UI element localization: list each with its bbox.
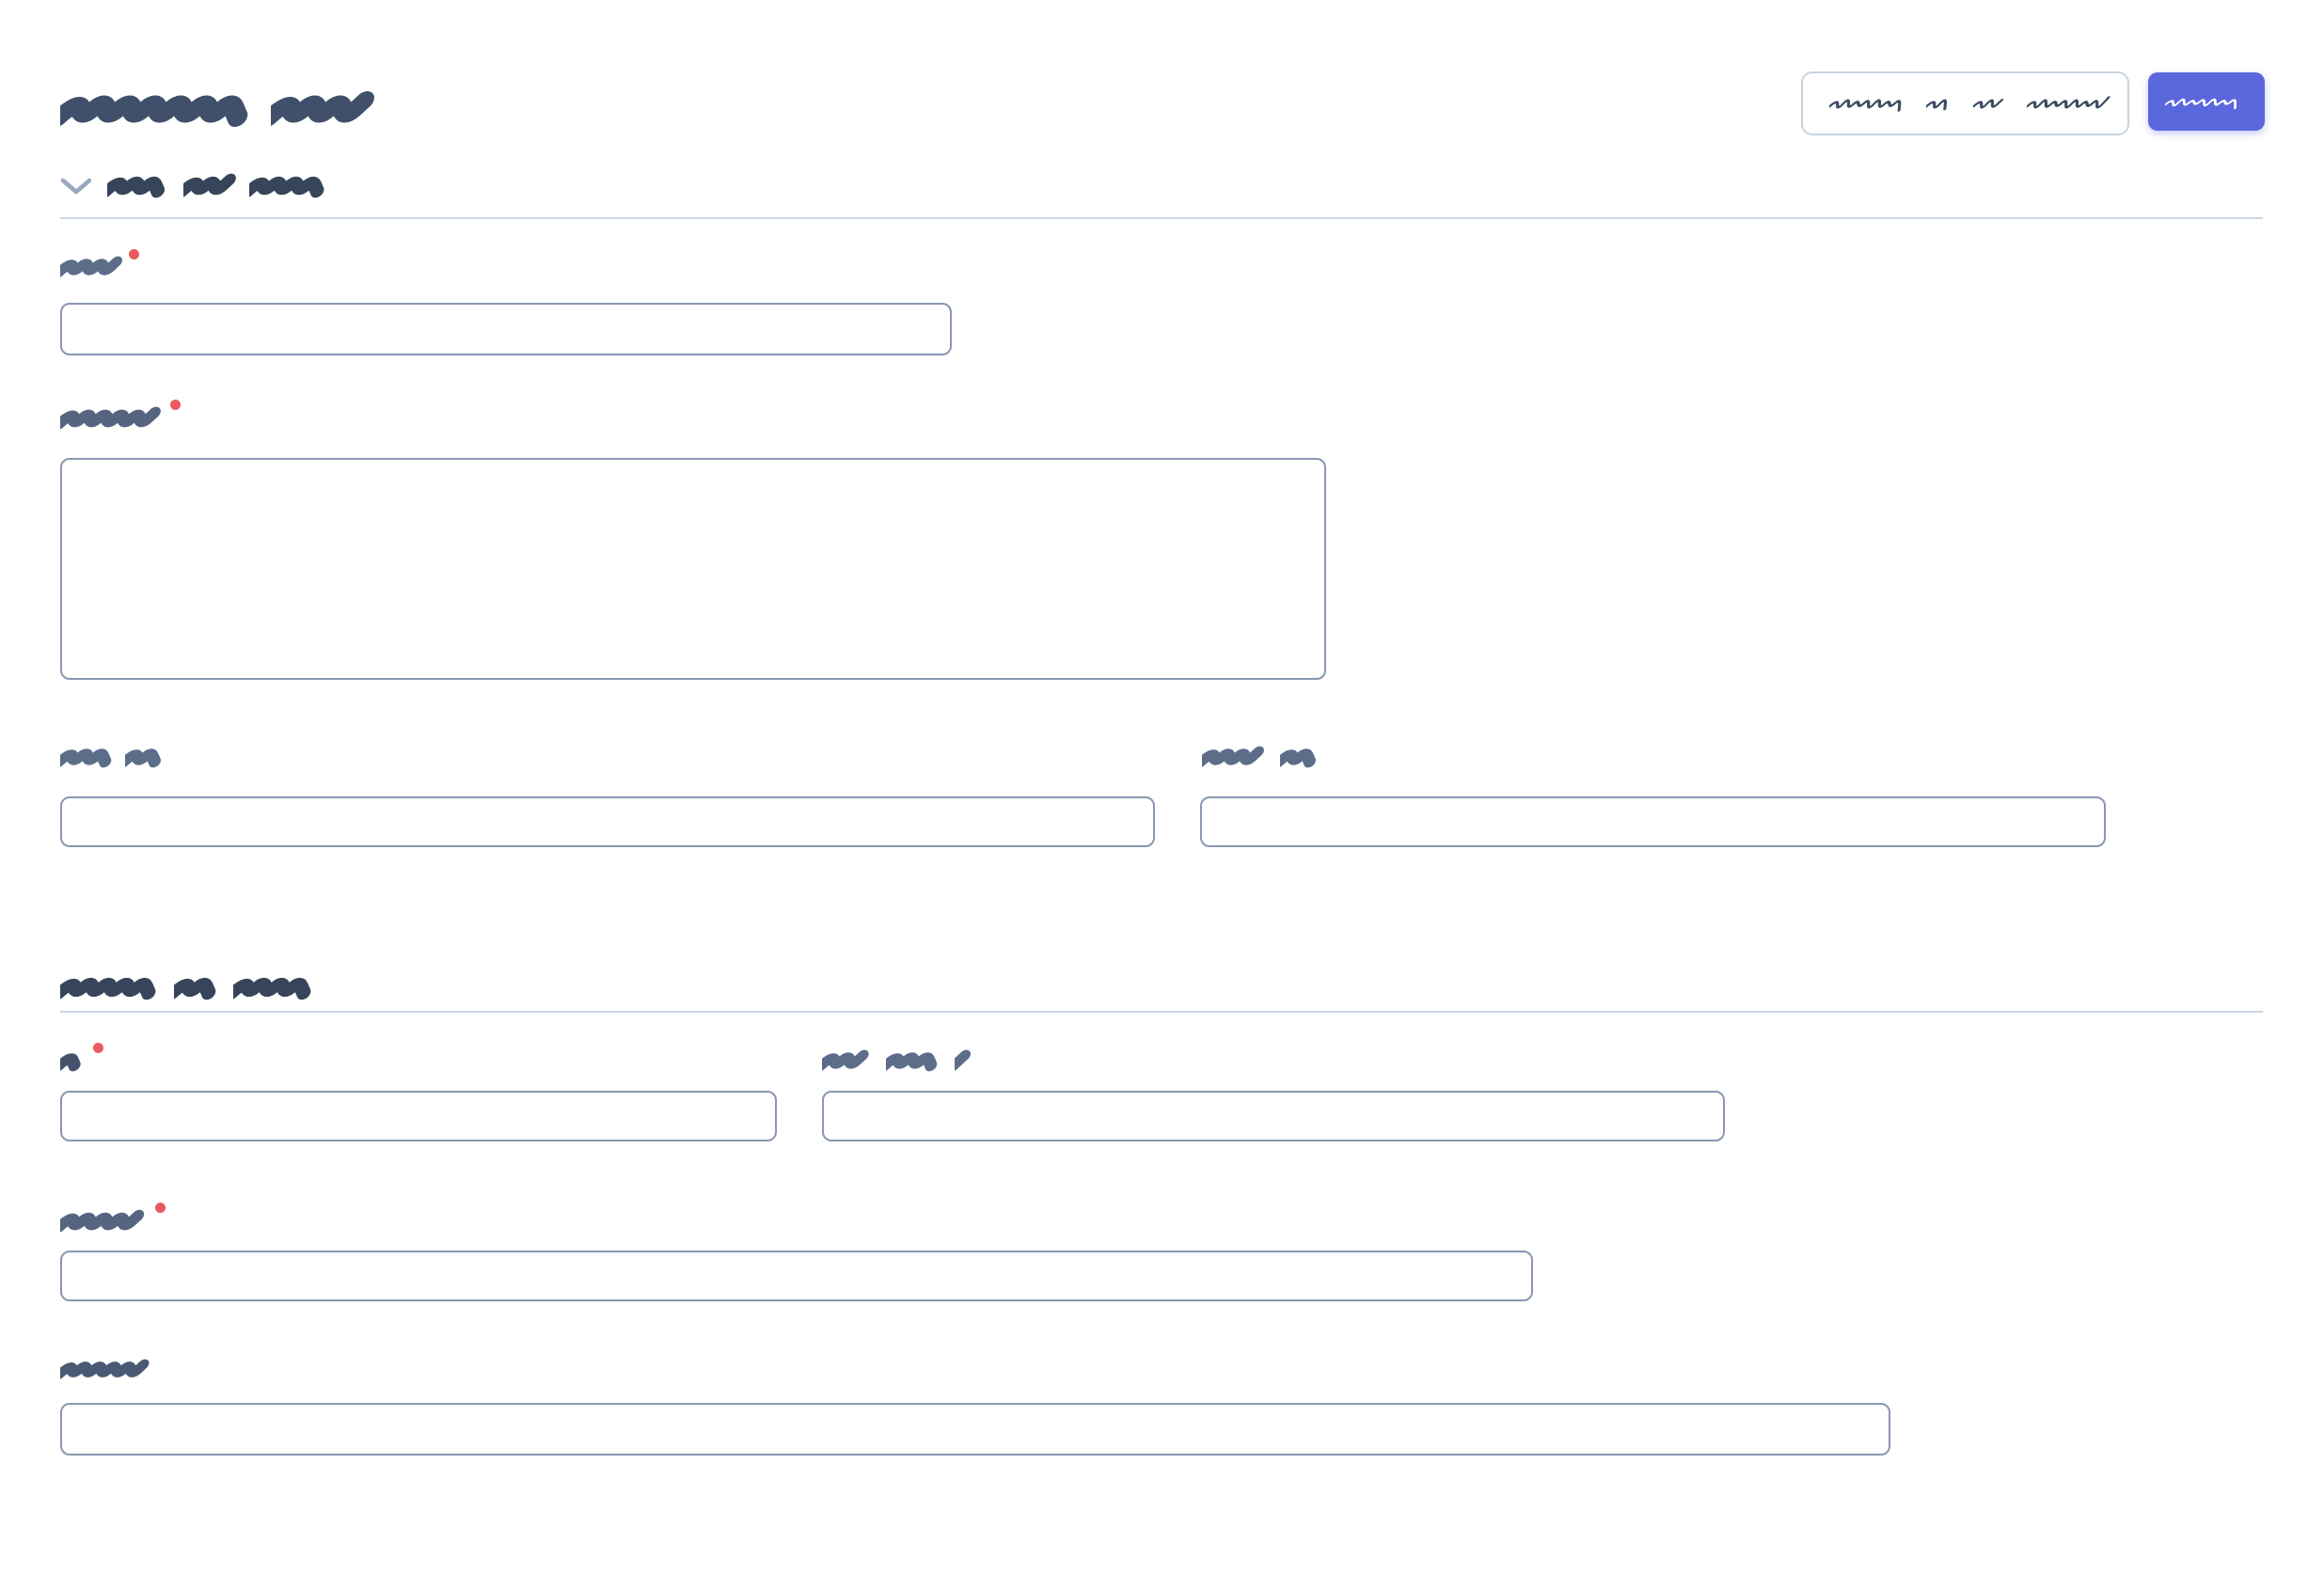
section-2-title [60, 974, 318, 1000]
field-4-label-scribble [1202, 746, 1325, 768]
submit-button[interactable] [2148, 72, 2265, 131]
toolbar-text-field[interactable] [1801, 71, 2131, 135]
section-1-header[interactable] [60, 173, 329, 198]
required-marker [170, 400, 181, 410]
field-4-label [1202, 746, 1325, 768]
section-1-divider [60, 217, 2263, 219]
field-6-input[interactable] [822, 1091, 1725, 1141]
field-3-label [60, 746, 170, 768]
field-2-label [60, 400, 181, 431]
field-7-input[interactable] [60, 1251, 1533, 1301]
field-2-textarea[interactable] [60, 458, 1326, 680]
field-6-label-scribble [822, 1049, 976, 1072]
field-8-label-scribble [60, 1359, 152, 1380]
section-2-divider [60, 1011, 2263, 1013]
required-marker [155, 1203, 166, 1213]
field-5-input[interactable] [60, 1091, 777, 1141]
field-4-input[interactable] [1200, 796, 2106, 847]
field-8-input[interactable] [60, 1403, 1890, 1456]
section-1-title-scribble [107, 173, 329, 198]
field-1-label-scribble [60, 256, 124, 278]
submit-button-label-scribble [2165, 94, 2248, 110]
required-marker [93, 1043, 103, 1053]
field-3-label-scribble [60, 746, 170, 768]
field-7-label-scribble [60, 1209, 150, 1234]
field-2-label-scribble [60, 406, 166, 431]
page-title [60, 90, 380, 128]
required-marker [129, 249, 139, 260]
field-5-label [60, 1043, 103, 1072]
field-5-label-scribble [60, 1049, 88, 1072]
field-1-input[interactable] [60, 303, 952, 355]
field-8-label [60, 1359, 152, 1380]
field-6-label [822, 1049, 976, 1072]
field-7-label [60, 1203, 166, 1234]
field-3-input[interactable] [60, 796, 1155, 847]
field-1-label [60, 249, 139, 278]
chevron-down-icon[interactable] [60, 177, 92, 196]
search-input[interactable] [1803, 73, 2131, 135]
